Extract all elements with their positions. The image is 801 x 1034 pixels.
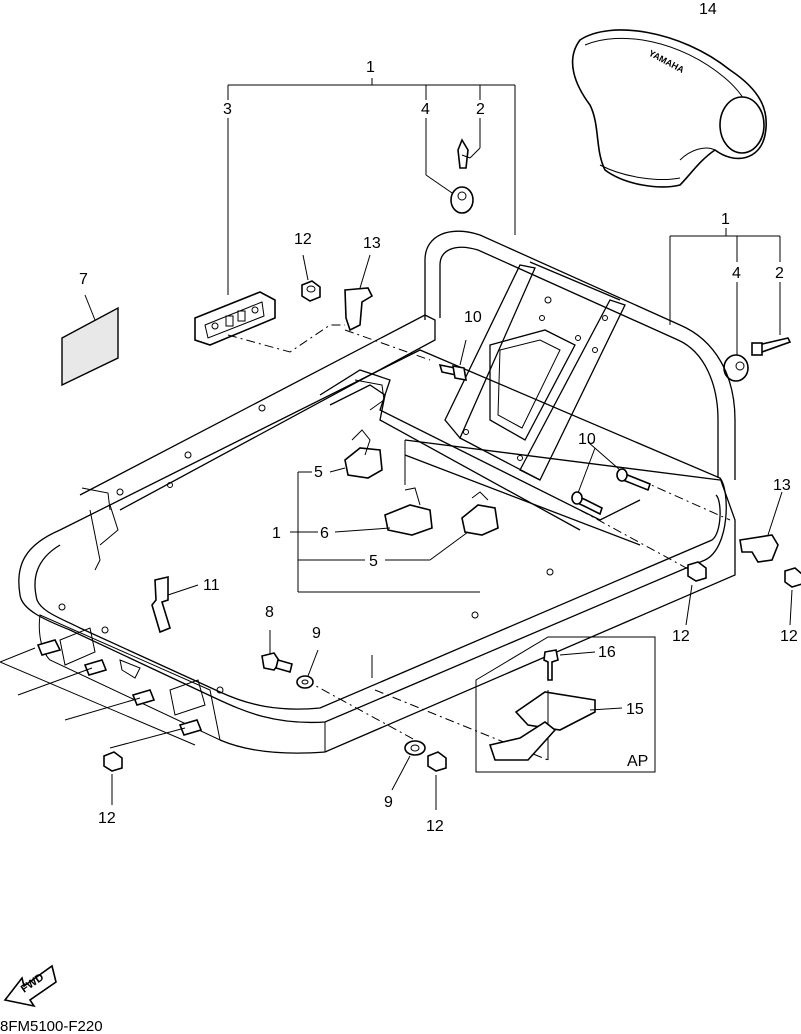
mid-group-bracket bbox=[290, 467, 480, 593]
callout-3: 3 bbox=[223, 101, 232, 118]
callout-10-upper: 10 bbox=[464, 309, 482, 326]
guide-lines bbox=[0, 324, 731, 761]
fwd-arrow-icon: FWD bbox=[3, 964, 57, 1008]
pin-part-right bbox=[751, 337, 792, 356]
callout-16: 16 bbox=[598, 644, 616, 661]
callout-12-front-left: 12 bbox=[98, 810, 116, 827]
callout-12-bottom: 12 bbox=[426, 818, 444, 835]
callout-1-top: 1 bbox=[366, 59, 375, 76]
washer-part-a bbox=[296, 649, 319, 689]
bolt-part-lower bbox=[261, 630, 293, 673]
callout-4-top: 4 bbox=[421, 101, 430, 118]
band-part bbox=[151, 575, 199, 634]
callout-5-upper: 5 bbox=[314, 464, 323, 481]
right-group-bracket bbox=[669, 228, 781, 355]
nut-part-front-right bbox=[685, 561, 707, 626]
callout-1-mid: 1 bbox=[272, 525, 281, 542]
callout-11: 11 bbox=[203, 577, 220, 594]
callout-2-top: 2 bbox=[476, 101, 485, 118]
callout-1-right: 1 bbox=[721, 211, 730, 228]
clamp-part-upper bbox=[344, 429, 383, 479]
diagram-code: 8FM5100-F220 bbox=[0, 1018, 103, 1034]
pin-part-top bbox=[457, 138, 471, 169]
callout-13-right: 13 bbox=[773, 477, 791, 494]
holder-part bbox=[384, 487, 433, 536]
label-sheet-part bbox=[61, 294, 119, 387]
nut-part-right bbox=[784, 567, 801, 626]
frame-body bbox=[18, 230, 736, 754]
callout-13-upper: 13 bbox=[363, 235, 381, 252]
plate-part bbox=[194, 291, 276, 346]
washer-part-b bbox=[391, 740, 426, 791]
ap-label: AP bbox=[627, 753, 648, 770]
callout-10-right: 10 bbox=[578, 431, 596, 448]
callout-6: 6 bbox=[320, 525, 329, 542]
seat-cover-part: YAMAHA bbox=[571, 29, 767, 188]
bolt-part-right-a bbox=[587, 441, 651, 492]
nut-part-bottom bbox=[427, 751, 447, 810]
callout-12-front-right: 12 bbox=[672, 628, 690, 645]
bolt-part-upper bbox=[438, 339, 467, 381]
callout-12-upper: 12 bbox=[294, 231, 312, 248]
callout-9-lower: 9 bbox=[384, 794, 393, 811]
nut-part-upper bbox=[301, 254, 321, 302]
callout-9-upper: 9 bbox=[312, 625, 321, 642]
callout-12-right: 12 bbox=[780, 628, 798, 645]
clamp-part-lower bbox=[461, 491, 499, 536]
callout-7: 7 bbox=[79, 271, 88, 288]
damper-part-top bbox=[450, 186, 474, 214]
clip-part-right bbox=[739, 491, 783, 563]
callout-8: 8 bbox=[265, 604, 274, 621]
callout-15: 15 bbox=[626, 701, 644, 718]
nut-part-front-left bbox=[103, 751, 123, 805]
callout-4-right: 4 bbox=[732, 265, 741, 282]
clip-part-upper bbox=[344, 254, 374, 332]
callout-14: 14 bbox=[699, 1, 717, 18]
callout-2-right: 2 bbox=[775, 265, 784, 282]
top-group-bracket bbox=[227, 78, 516, 295]
ap-inset bbox=[475, 636, 656, 773]
bolt-part-right-b bbox=[571, 447, 603, 516]
stud-parts-front bbox=[17, 639, 203, 749]
callout-5-lower: 5 bbox=[369, 553, 378, 570]
